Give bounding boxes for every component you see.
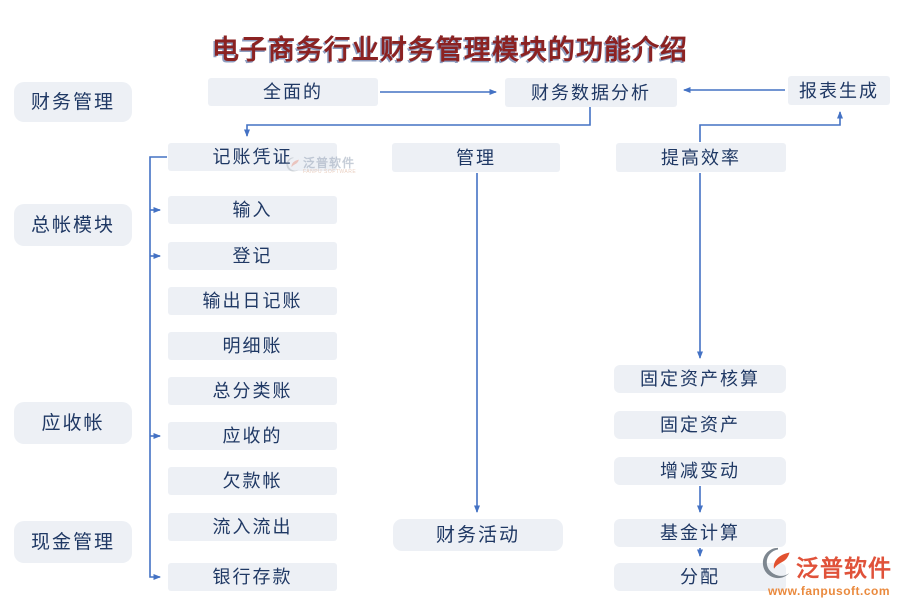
node-financial-management: 财务管理 [14, 82, 132, 122]
watermark: 泛普软件 FANPU SOFTWARE [286, 157, 356, 177]
node-accounts-receivable: 应收帐 [14, 402, 132, 444]
node-input: 输入 [168, 196, 337, 224]
node-allocation: 分配 [614, 563, 786, 591]
node-general-ledger: 总分类账 [168, 377, 337, 405]
watermark-subtext: FANPU SOFTWARE [303, 169, 357, 175]
node-financial-activity: 财务活动 [393, 519, 563, 551]
fanpu-logo-icon [762, 547, 794, 584]
node-increase-decrease-change: 增减变动 [614, 457, 786, 485]
node-detail-ledger: 明细账 [168, 332, 337, 360]
node-fixed-assets: 固定资产 [614, 411, 786, 439]
node-report-generation: 报表生成 [788, 76, 890, 105]
edge-analysis-to-voucher [244, 107, 591, 137]
fanpu-logo: 泛普软件 www.fanpusoft.com [762, 547, 896, 598]
node-inflow-outflow: 流入流出 [168, 513, 337, 541]
edge-efficiency-to-report [699, 111, 843, 142]
watermark-name: 泛普软件 [303, 156, 356, 170]
node-fixed-asset-accounting: 固定资产核算 [614, 365, 786, 393]
node-general-ledger-module: 总帐模块 [14, 204, 132, 246]
node-register: 登记 [168, 242, 337, 270]
node-arrears: 欠款帐 [168, 467, 337, 495]
node-bank-deposit: 银行存款 [168, 563, 337, 591]
node-receivable: 应收的 [168, 422, 337, 450]
diagram-title: 电子商务行业财务管理模块的功能介绍 [212, 35, 688, 65]
node-comprehensive: 全面的 [208, 78, 378, 106]
node-output-journal: 输出日记账 [168, 287, 337, 315]
node-cash-management: 现金管理 [14, 521, 132, 563]
fanpu-logo-icon [286, 157, 301, 177]
node-financial-data-analysis: 财务数据分析 [505, 78, 677, 107]
node-management: 管理 [392, 143, 560, 172]
edge-voucher-bracket [149, 156, 167, 580]
node-fund-calculation: 基金计算 [614, 519, 786, 547]
logo-name: 泛普软件 [796, 554, 892, 581]
node-bookkeeping-voucher: 记账凭证 [168, 143, 337, 171]
logo-site-url: www.fanpusoft.com [767, 584, 891, 598]
node-improve-efficiency: 提高效率 [616, 143, 786, 172]
